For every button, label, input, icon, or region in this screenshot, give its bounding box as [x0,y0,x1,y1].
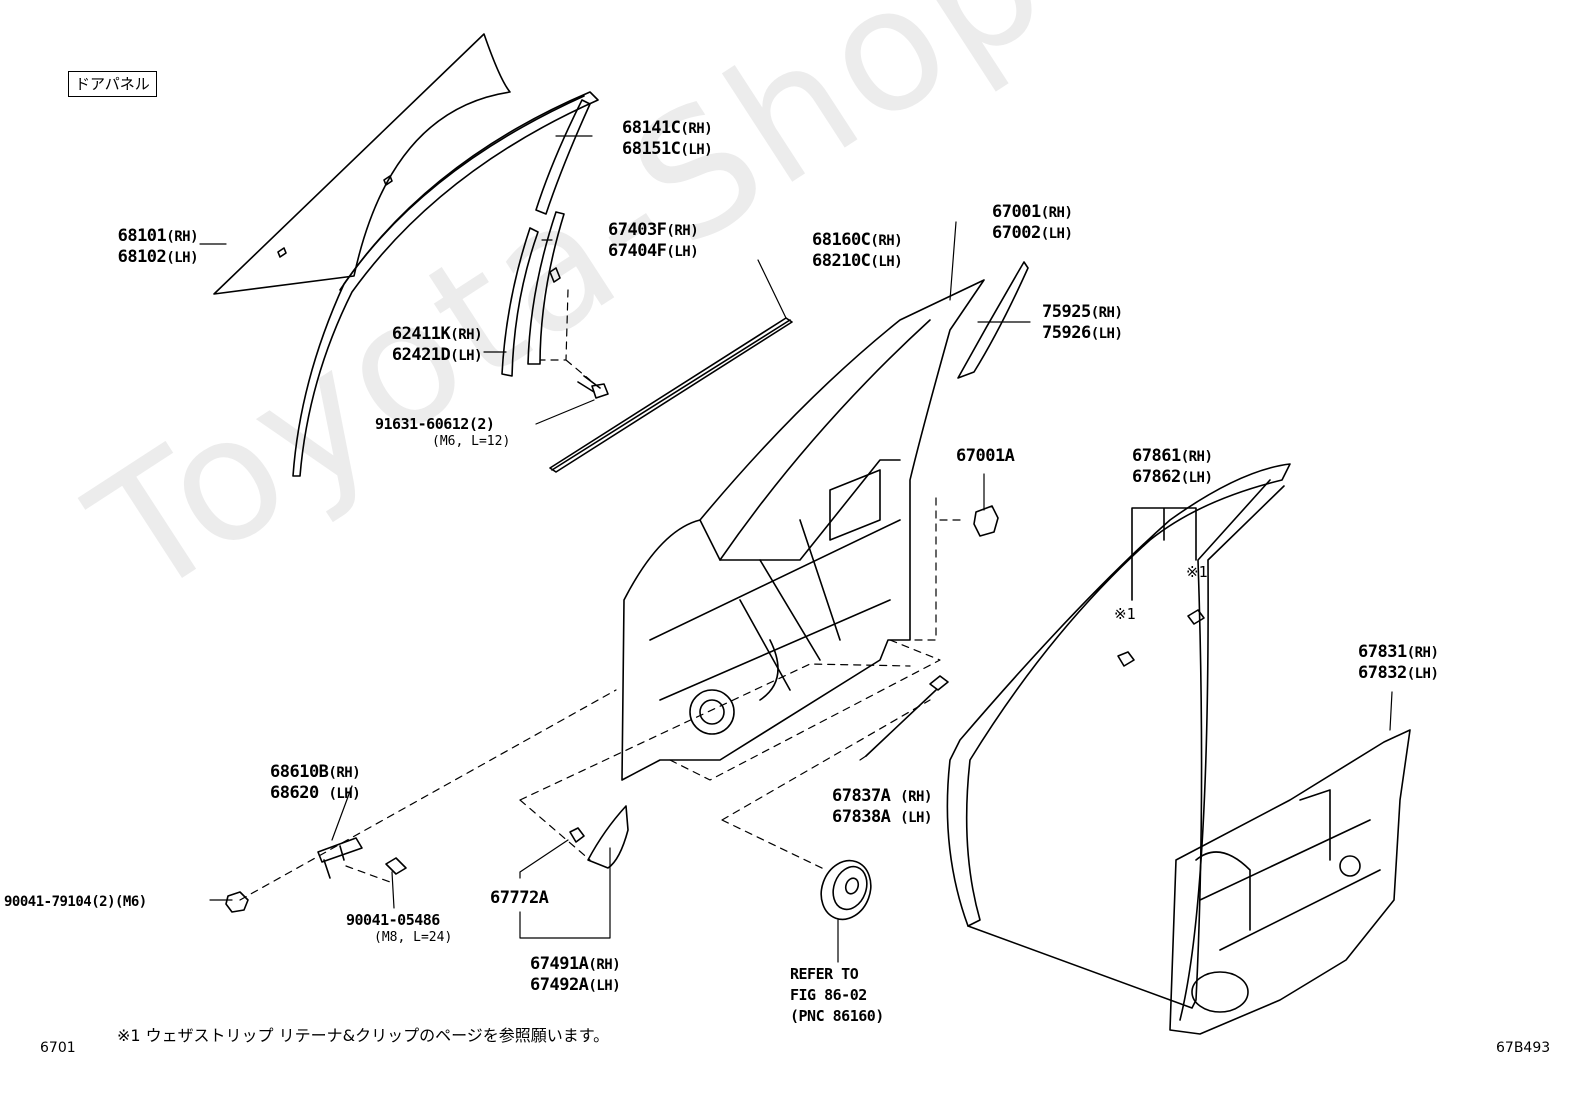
belt-weatherstrip [549,317,793,473]
label-67491a: 67491A(RH) 67492A(LH) [530,954,621,995]
rear-channel-lower [501,211,565,377]
clips [1117,507,1205,667]
cushion [973,505,999,537]
footnote: ※1 ウェザストリップ リテーナ&クリップのページを参照願います。 [117,1026,610,1045]
label-91631: 91631-60612(2) [375,415,495,433]
ref-mark-clip-lower: ※1 [1114,605,1136,623]
label-68160c: 68160C(RH) 68210C(LH) [812,230,903,271]
cover [569,805,629,869]
label-67403f: 67403F(RH) 67404F(LH) [608,220,699,261]
label-68610b: 68610B(RH) 68620 (LH) [270,762,361,803]
label-68101: 68101(RH) 68102(LH) [117,226,199,267]
figure-code: 67B493 [1496,1040,1551,1056]
label-75925: 75925(RH) 75926(LH) [1042,302,1123,343]
label-67001a: 67001A [956,446,1015,466]
seal-strip [865,675,949,757]
speaker [820,859,872,921]
label-90041-05486: 90041-05486 [346,911,440,929]
label-62411k: 62411K(RH) 62421D(LH) [391,324,483,365]
label-67837a: 67837A (RH) 67838A (LH) [832,786,932,827]
label-67861: 67861(RH) 67862(LH) [1132,446,1213,487]
bolt-part [577,375,609,399]
label-91631-spec: (M6, L=12) [432,434,511,449]
dashed-lines [239,289,961,901]
label-90041-79104: 90041-79104(2)(M6) [4,894,147,910]
label-67001: 67001(RH) 67002(LH) [992,202,1073,243]
label-68141c: 68141C(RH) 68151C(LH) [622,118,713,159]
door-panel [621,279,985,781]
leader-lines [199,135,1393,963]
door-check [225,837,407,913]
ref-mark-clip-upper: ※1 [1186,563,1208,581]
header-tag: ドアパネル [68,71,157,97]
door-weatherstrip [946,463,1291,1021]
run-channel [292,91,599,477]
label-90041-05486-spec: (M8, L=24) [374,930,453,945]
rear-channel-upper [535,99,591,215]
label-67772a: 67772A [490,888,549,908]
label-67831: 67831(RH) 67832(LH) [1358,642,1439,683]
page-number: 6701 [40,1040,76,1056]
garnish [957,261,1029,379]
speaker-reference: REFER TO FIG 86-02 (PNC 86160) [790,965,884,1025]
window-glass [213,33,511,295]
trim-board [1169,729,1411,1035]
